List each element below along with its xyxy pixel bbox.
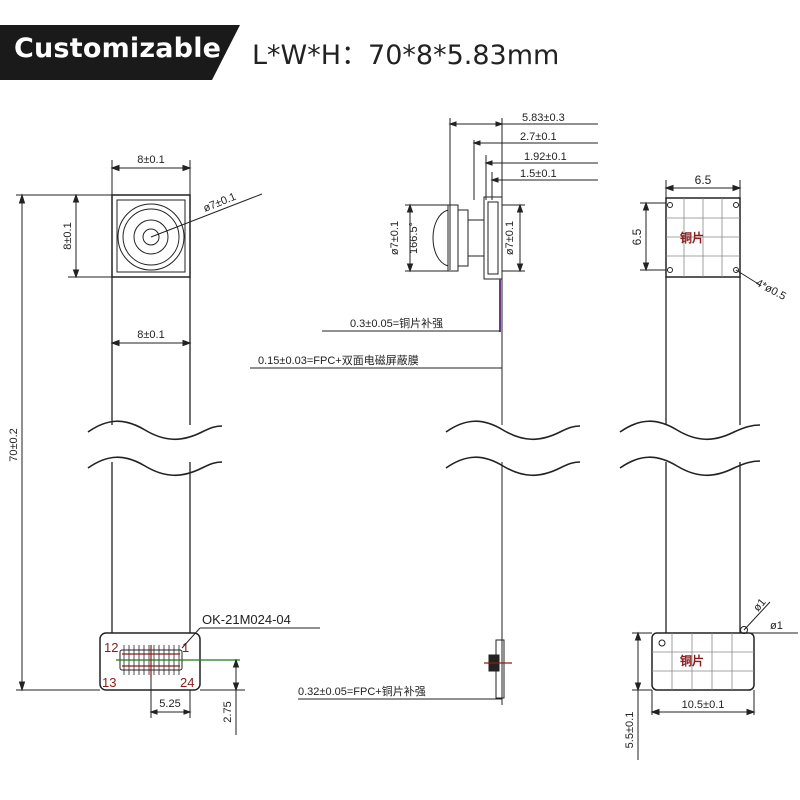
bottom-note: 0.32±0.05=FPC+铜片补强 xyxy=(298,684,426,698)
back-break-line-bottom xyxy=(619,456,761,477)
side-height-4-label: 1.5±0.1 xyxy=(520,168,557,180)
customizable-badge: Customizable xyxy=(0,25,240,80)
dimensions-heading: L*W*H：70*8*5.83mm xyxy=(252,33,559,72)
stiffener-note: 0.3±0.05=铜片补强 xyxy=(350,316,443,330)
pin-label-12: 12 xyxy=(104,640,118,655)
back-hole-dia-2-label: ø1 xyxy=(770,620,783,632)
side-height-dims: 5.83±0.3 2.7±0.1 1.92±0.1 1.5±0.1 xyxy=(448,112,598,270)
back-view: 6.5 6.5 铜片 4*ø0.5 xyxy=(619,173,798,760)
lens-center xyxy=(142,228,160,246)
badge-label: Customizable xyxy=(14,33,222,64)
pin-label-24: 24 xyxy=(180,675,194,690)
camera-module-outline xyxy=(111,194,191,278)
side-lens-right-label: ø7±0.1 xyxy=(504,221,516,255)
side-lens-left-label: ø7±0.1 xyxy=(389,221,401,255)
back-copper-bottom xyxy=(651,632,755,691)
back-holes-leader xyxy=(735,269,761,286)
dimensions-separator: ： xyxy=(341,40,369,71)
front-view: 8±0.1 ø7±0.1 8±0.1 8±0. xyxy=(8,154,320,735)
side-break-line-bottom xyxy=(445,456,581,477)
connector-offset-label: 5.25 xyxy=(159,698,180,710)
back-break-line-top xyxy=(619,420,761,441)
pin-label-13: 13 xyxy=(102,675,116,690)
front-lens-height-label: 8±0.1 xyxy=(62,222,74,249)
back-top-height-dim: 6.5 xyxy=(630,201,666,272)
back-hole-3 xyxy=(667,267,673,273)
connector-part-leader xyxy=(181,627,201,649)
lens-diameter-leader xyxy=(150,193,263,238)
camera-module-inner xyxy=(116,199,186,273)
connector-offset-dim: 5.25 xyxy=(149,677,192,718)
side-view: 5.83±0.3 2.7±0.1 1.92±0.1 1.5±0.1 xyxy=(250,112,598,705)
front-lens-height-dim: 8±0.1 xyxy=(62,193,112,279)
back-hole-dia-1-label: ø1 xyxy=(751,596,768,614)
back-hole-4 xyxy=(733,267,739,273)
connector-height-label: 2.75 xyxy=(222,701,234,722)
front-total-length-label: 70±0.2 xyxy=(8,428,20,462)
pin-label-1: 1 xyxy=(182,640,189,655)
back-bottom-hole-2 xyxy=(740,626,748,634)
lens-inner xyxy=(133,219,169,255)
sensor-block xyxy=(483,196,503,280)
back-bottom-height-dim: 5.5±0.1 xyxy=(624,631,652,760)
lens-outer xyxy=(117,203,185,271)
connector-part-label: OK-21M024-04 xyxy=(202,612,291,627)
side-height-2-label: 2.7±0.1 xyxy=(520,131,557,143)
front-top-width-label: 8±0.1 xyxy=(137,154,164,166)
connector-board xyxy=(99,632,201,691)
connector-height-dim: 2.75 xyxy=(200,658,245,735)
side-lens-left-dim: ø7±0.1 166.5° xyxy=(389,203,448,273)
back-hole-1 xyxy=(667,202,673,208)
front-top-width-dim: 8±0.1 xyxy=(110,154,192,195)
fpc-note: 0.15±0.03=FPC+双面电磁屏蔽膜 xyxy=(258,354,419,367)
back-bottom-width-dim: 10.5±0.1 xyxy=(650,690,756,716)
side-height-3-label: 1.92±0.1 xyxy=(524,151,567,163)
back-top-height-label: 6.5 xyxy=(630,228,644,245)
sensor-inner xyxy=(487,201,499,275)
front-total-length-dim: 70±0.2 xyxy=(8,193,112,692)
dimensions-value: 70*8*5.83mm xyxy=(368,40,560,71)
lens-dome xyxy=(432,209,449,267)
back-copper-top-label: 铜片 xyxy=(680,230,704,245)
back-top-width-dim: 6.5 xyxy=(664,173,742,200)
back-holes-label: 4*ø0.5 xyxy=(754,277,788,303)
side-height-total-label: 5.83±0.3 xyxy=(522,112,565,124)
side-fov-label: 166.5° xyxy=(408,222,420,254)
dimensions-label: L*W*H xyxy=(252,40,342,71)
lens-ring xyxy=(122,208,180,266)
back-hole-dia-1-leader xyxy=(743,601,771,631)
back-copper-bottom-grid xyxy=(652,633,754,690)
front-fpc-width-label: 8±0.1 xyxy=(137,329,164,341)
badge-shape xyxy=(0,25,240,80)
back-top-width-label: 6.5 xyxy=(695,173,712,187)
back-bottom-hole-1 xyxy=(658,639,666,647)
back-hole-2 xyxy=(733,202,739,208)
front-break-line-top xyxy=(87,420,223,441)
side-break-line-top xyxy=(445,420,581,441)
lens-diameter-label: ø7±0.1 xyxy=(202,191,238,215)
back-bottom-height-label: 5.5±0.1 xyxy=(624,712,636,749)
side-lens-right-dim: ø7±0.1 xyxy=(502,203,525,273)
back-copper-bottom-label: 铜片 xyxy=(680,653,704,668)
back-copper-top-grid xyxy=(666,198,740,277)
front-break-line-bottom xyxy=(87,456,223,477)
lens-barrel xyxy=(457,209,469,267)
front-fpc-width-dim: 8±0.1 xyxy=(110,329,192,347)
back-bottom-width-label: 10.5±0.1 xyxy=(682,699,725,711)
